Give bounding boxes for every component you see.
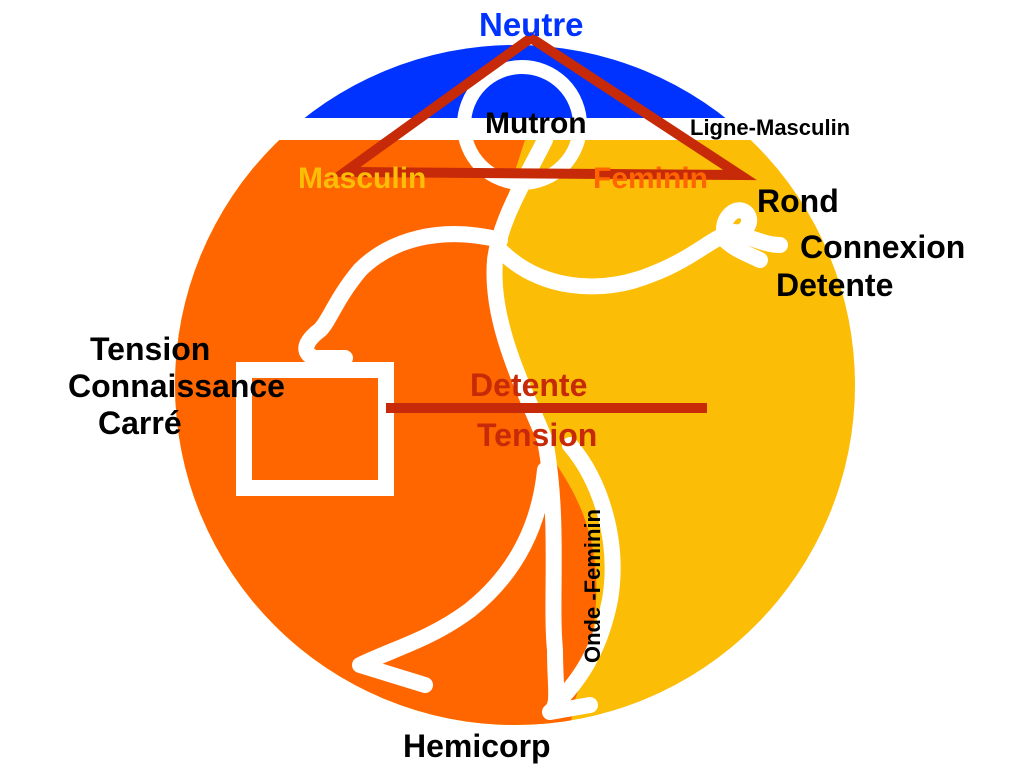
label-detente-right: Detente xyxy=(776,267,894,303)
triangle xyxy=(329,31,757,181)
label-neutre: Neutre xyxy=(479,6,584,43)
label-connexion: Connexion xyxy=(800,229,966,265)
label-mutron: Mutron xyxy=(485,107,587,140)
figure xyxy=(298,132,788,720)
square-shape xyxy=(236,362,394,496)
label-connaissance: Connaissance xyxy=(68,368,285,404)
label-carre: Carré xyxy=(98,405,182,441)
label-rond: Rond xyxy=(757,183,839,219)
label-onde-feminin: Onde -Feminin xyxy=(580,509,605,663)
label-detente-center: Detente xyxy=(470,367,588,403)
label-tension-center: Tension xyxy=(477,417,598,453)
label-ligne-masculin: Ligne-Masculin xyxy=(690,115,851,140)
label-tension-left: Tension xyxy=(90,331,211,367)
label-hemicorp: Hemicorp xyxy=(403,728,551,764)
label-feminin: Feminin xyxy=(593,162,709,195)
label-masculin: Masculin xyxy=(298,162,427,195)
